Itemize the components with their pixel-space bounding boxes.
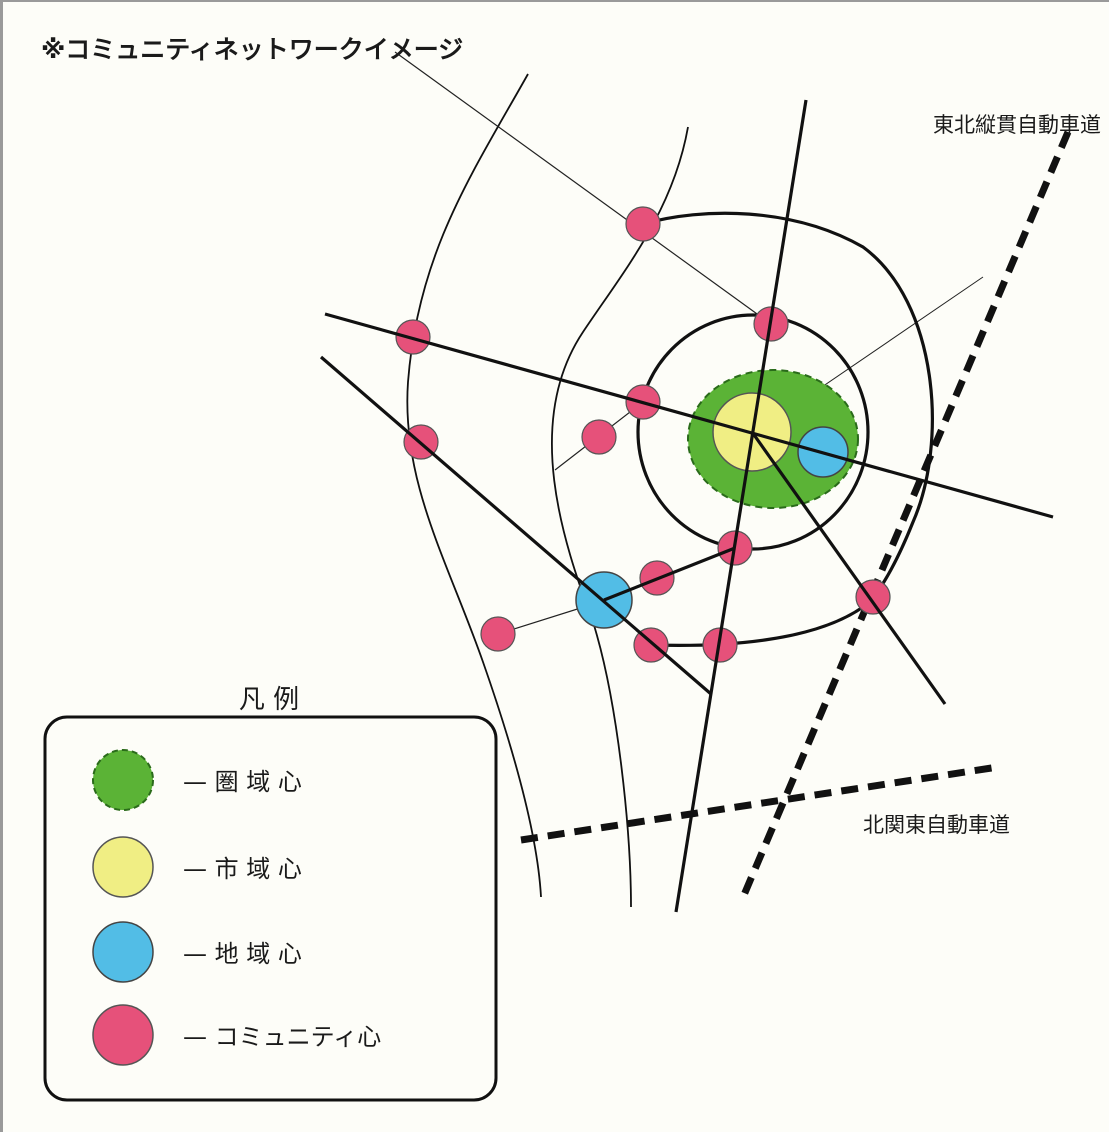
community-center-node	[480, 616, 516, 652]
expressway-tohoku-label: 東北縦貫自動車道	[933, 113, 1101, 137]
legend-label: — 市 域 心	[183, 855, 302, 883]
legend-box	[43, 715, 498, 1102]
road-radial-northwest	[319, 355, 713, 696]
legend-item-community-center: — コミュニティ心	[92, 1004, 381, 1066]
road-thin-diagonal	[394, 51, 772, 325]
legend-swatch	[92, 921, 154, 983]
inner-ring-road	[636, 313, 870, 551]
network-diagram: ※コミュニティネットワークイメージ 東北縦貫自動車道 北関東自動車道	[41, 35, 1101, 1102]
legend-swatch	[92, 749, 154, 811]
legend-item-city-center: — 市 域 心	[92, 836, 302, 898]
road-curve-inner	[551, 126, 689, 908]
expressway-kitakanto-label: 北関東自動車道	[863, 813, 1010, 837]
legend-label: — 圏 域 心	[183, 768, 302, 796]
community-center-node	[581, 419, 617, 455]
legend-item-wide-area-center: — 圏 域 心	[92, 749, 302, 811]
legend-label: — 地 域 心	[183, 940, 302, 968]
legend-swatch	[92, 1004, 154, 1066]
road-curve-outer	[406, 73, 542, 898]
diagram-title: ※コミュニティネットワークイメージ	[41, 35, 463, 64]
outer-ring-road	[642, 211, 934, 647]
legend-swatch	[92, 836, 154, 898]
road-radial-southeast	[750, 431, 947, 705]
legend: 凡 例 — 圏 域 心 — 市 域 心 — 地 域 心 — コミュニティ心	[43, 685, 498, 1102]
legend-item-district-center: — 地 域 心	[92, 921, 302, 983]
community-center-node	[625, 206, 661, 242]
road-radial-north-south	[674, 99, 808, 913]
road-link-west	[603, 546, 736, 602]
legend-title: 凡 例	[239, 685, 299, 715]
road-radial-west-east	[324, 312, 1054, 519]
expressway-tohoku-line	[737, 130, 1072, 904]
legend-label: — コミュニティ心	[183, 1023, 381, 1051]
